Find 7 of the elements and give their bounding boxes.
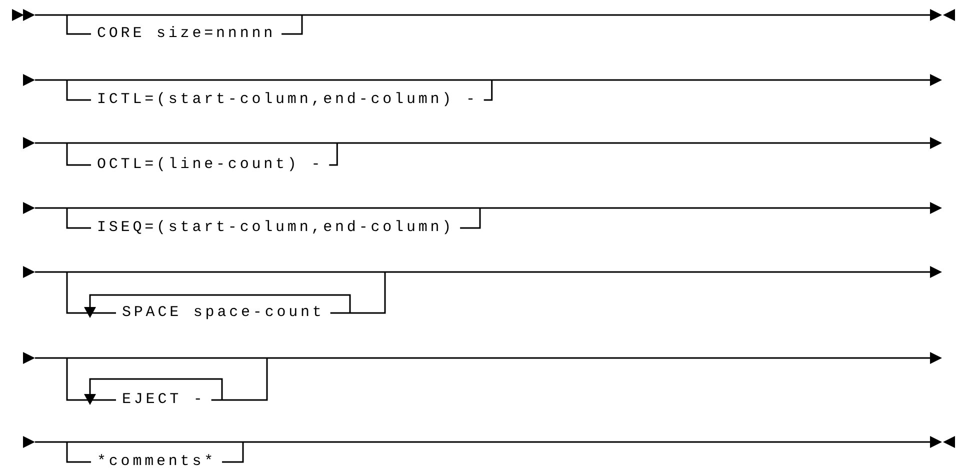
syntax-keyword: *comments*: [97, 453, 216, 471]
syntax-keyword: OCTL=(line-count) -: [97, 156, 324, 174]
syntax-keyword: ISEQ=(start-column,end-column): [97, 219, 454, 237]
syntax-keyword: CORE size=nnnnn: [97, 25, 276, 43]
syntax-keyword: EJECT -: [122, 391, 206, 409]
syntax-keyword: ICTL=(start-column,end-column) -: [97, 91, 478, 109]
syntax-keyword: SPACE space-count: [122, 304, 324, 322]
